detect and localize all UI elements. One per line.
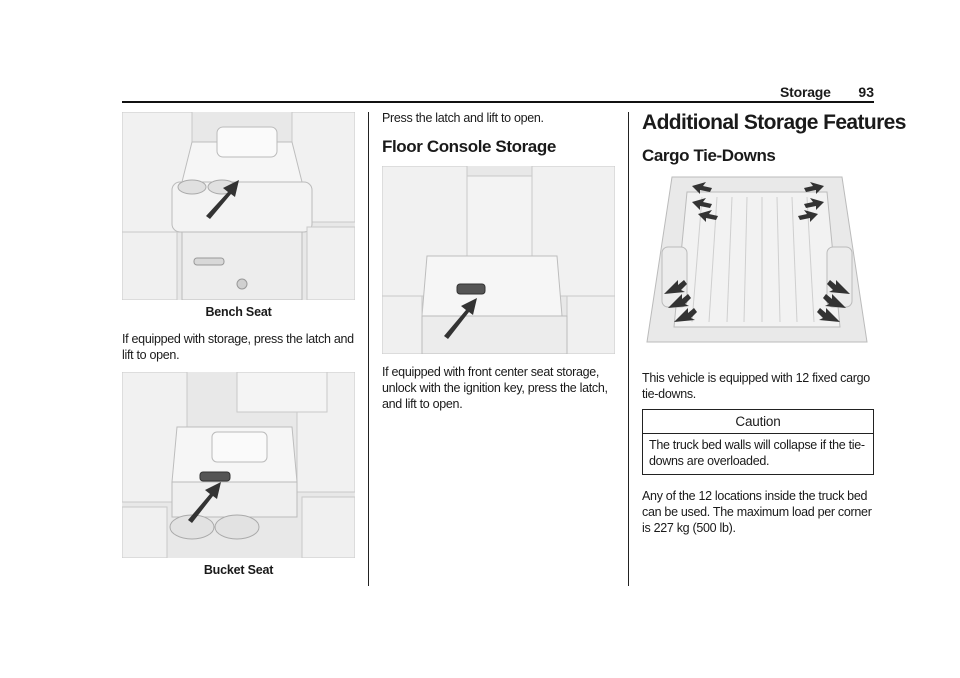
bench-seat-illustration [122, 112, 355, 300]
additional-storage-heading: Additional Storage Features [642, 111, 906, 134]
header-rule [122, 101, 874, 103]
floor-console-illustration [382, 166, 615, 354]
cargo-tie-downs-heading: Cargo Tie-Downs [642, 146, 776, 165]
bench-seat-instruction: If equipped with storage, press the latc… [122, 332, 354, 362]
floor-console-instruction: If equipped with front center seat stora… [382, 365, 608, 411]
console-intro-text: Press the latch and lift to open. [382, 111, 544, 125]
caution-box: Caution The truck bed walls will collaps… [642, 409, 874, 475]
bench-seat-caption: Bench Seat [205, 305, 272, 319]
floor-console-heading: Floor Console Storage [382, 137, 556, 156]
running-header: Storage 93 [780, 84, 874, 104]
page-number: 93 [858, 84, 874, 100]
caution-body: The truck bed walls will collapse if the… [649, 438, 865, 468]
bucket-seat-caption: Bucket Seat [203, 563, 274, 577]
tie-downs-load-text: Any of the 12 locations inside the truck… [642, 489, 872, 535]
caution-title: Caution [643, 410, 873, 434]
bucket-seat-illustration [122, 372, 355, 558]
column-divider-right [628, 112, 629, 586]
section-title: Storage [780, 84, 831, 100]
truck-bed-illustration [642, 172, 872, 362]
column-divider-left [368, 112, 369, 586]
tie-downs-description: This vehicle is equipped with 12 fixed c… [642, 371, 870, 401]
